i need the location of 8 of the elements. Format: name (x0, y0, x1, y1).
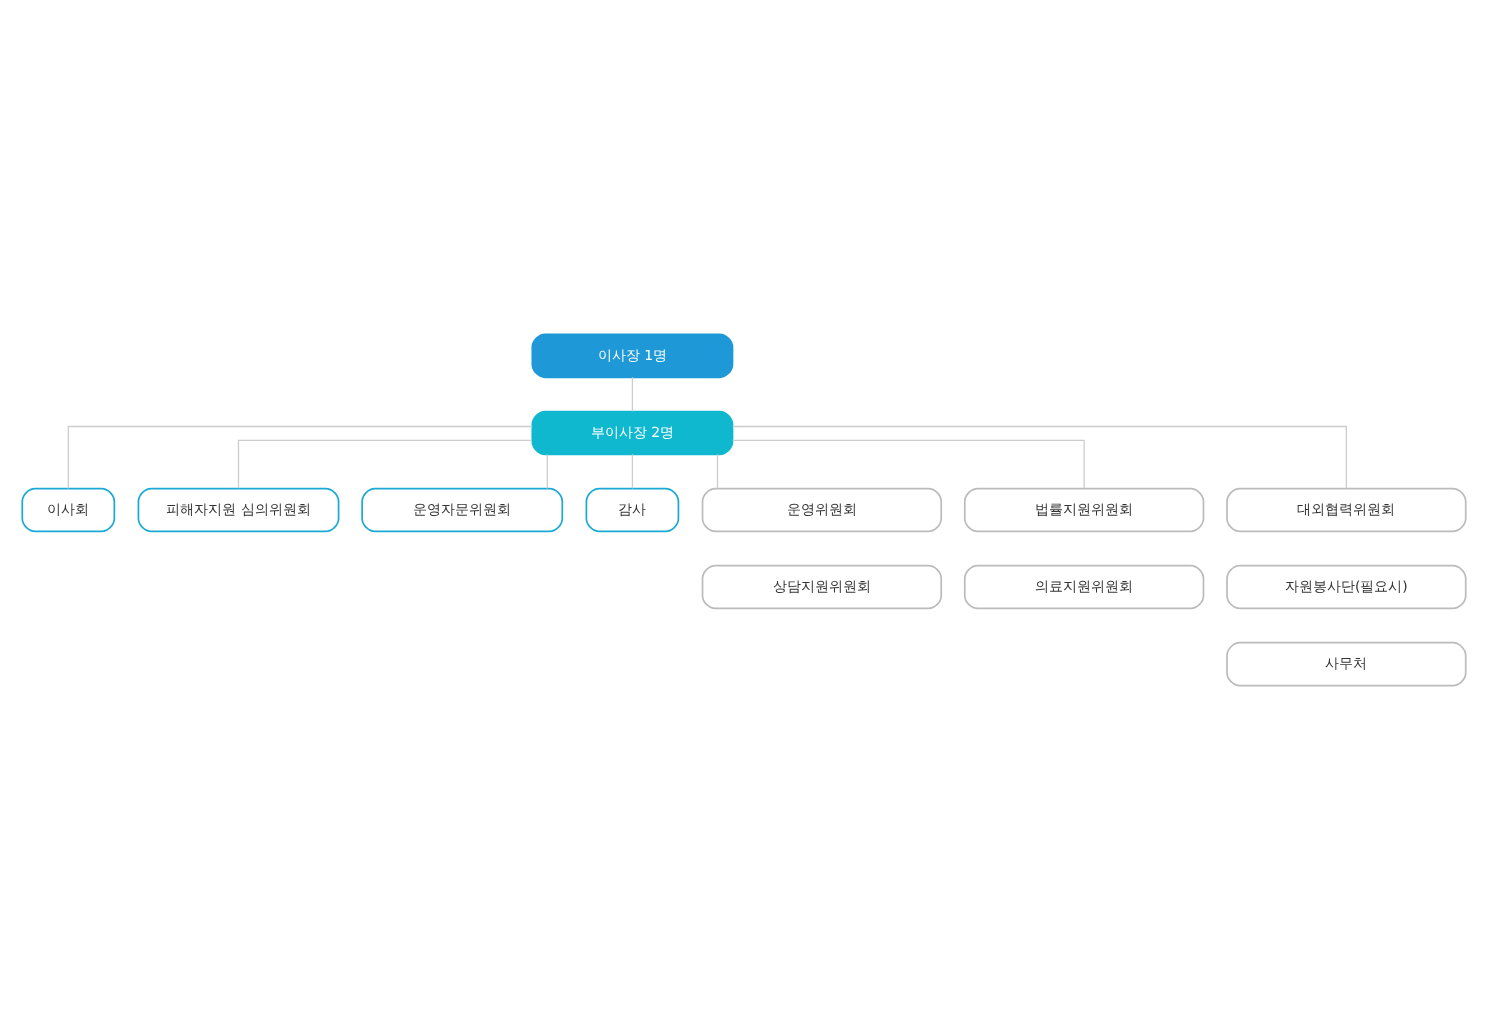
connector (545, 452, 547, 488)
connector (66, 424, 532, 489)
connector (731, 424, 1346, 489)
connector (630, 452, 633, 488)
connector (236, 438, 532, 488)
connector (630, 375, 633, 411)
connector (715, 452, 718, 488)
connector (731, 438, 1084, 488)
